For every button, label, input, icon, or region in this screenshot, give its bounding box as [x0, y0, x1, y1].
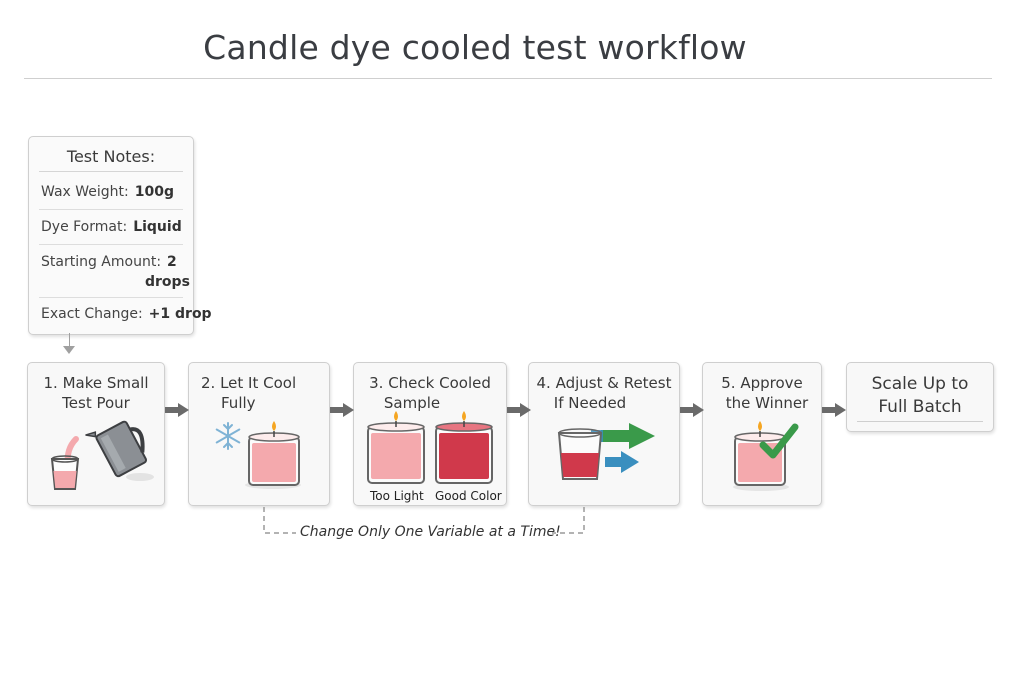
note-label: Starting Amount: [41, 254, 162, 270]
title-divider [24, 78, 992, 79]
caption-too-light: Too Light [370, 489, 424, 503]
note-row-dye-format: Dye Format: Liquid [41, 219, 182, 235]
step-label-line1: 5. Approve [721, 374, 803, 392]
note-label: Dye Format: [41, 219, 128, 235]
step-make-small-test-pour: 1. Make Small Test Pour [27, 362, 165, 506]
caption-good-color: Good Color [435, 489, 502, 503]
note-value-cont: drops [145, 274, 190, 290]
step-label-line2: Test Pour [62, 394, 130, 412]
snowflake-icon [215, 422, 241, 450]
step-adjust-and-retest: 4. Adjust & Retest If Needed [528, 362, 680, 506]
step-label-line2: Sample [383, 394, 441, 412]
note-row-starting-amount: Starting Amount: 2 [41, 254, 177, 270]
notes-connector-arrowhead [63, 346, 75, 354]
flow-arrow-icon [507, 403, 531, 417]
step-label: 5. Approve the Winner [703, 373, 821, 413]
note-value: Liquid [133, 219, 182, 235]
note-value: 100g [134, 184, 175, 200]
note-value: +1 drop [148, 306, 212, 322]
step-label-line2: Fully [221, 394, 256, 412]
notes-heading: Test Notes: [66, 147, 156, 166]
pitcher-pouring-icon [50, 420, 154, 490]
note-divider [39, 297, 183, 298]
flow-arrow-icon [680, 403, 704, 417]
flow-arrow-icon [822, 403, 846, 417]
note-divider [39, 209, 183, 210]
page-title: Candle dye cooled test workflow [203, 28, 747, 67]
dark-candle-icon [435, 411, 493, 484]
step-label-line1: Scale Up to [871, 374, 969, 394]
step-label-line2: the Winner [725, 394, 809, 412]
step-label: 4. Adjust & Retest If Needed [529, 373, 679, 413]
note-row-wax-weight: Wax Weight: 100g [41, 184, 174, 200]
step-label-line2: If Needed [553, 394, 627, 412]
note-label: Wax Weight: [41, 184, 129, 200]
test-notes-panel: Test Notes: Wax Weight: 100g Dye Format: L… [28, 136, 212, 335]
light-candle-icon [367, 411, 425, 484]
notes-connector-line [69, 333, 70, 347]
flow-arrow-icon [165, 403, 189, 417]
arrows-cup-icon [557, 423, 655, 480]
checkmark-candle-icon [733, 421, 799, 491]
notes-divider [39, 171, 183, 172]
step-label: 2. Let It Cool Fully [189, 373, 329, 413]
step-label-line1: 4. Adjust & Retest [536, 374, 672, 392]
footnote-bracket [263, 507, 585, 534]
step-label-line2: Full Batch [878, 397, 962, 417]
step-scale-up-to-full-batch: Scale Up to Full Batch [846, 362, 994, 432]
blue-arrow-icon [605, 451, 639, 473]
step-label-line1: 2. Let It Cool [201, 374, 297, 392]
step-label: 1. Make Small Test Pour [28, 373, 164, 413]
note-value: 2 [167, 254, 177, 270]
step-label: 3. Check Cooled Sample [354, 373, 506, 413]
note-row-exact-change: Exact Change: +1 drop [41, 306, 212, 322]
candle-comparison-icon [367, 411, 493, 484]
check-icon [759, 423, 799, 459]
note-label: Exact Change: [41, 306, 143, 322]
note-row-starting-amount-cont: drops [145, 274, 190, 290]
step-label: Scale Up to Full Batch [847, 373, 993, 419]
step-check-cooled-sample: 3. Check Cooled Sample Too Light Good Co… [353, 362, 507, 506]
step-let-it-cool: 2. Let It Cool Fully [188, 362, 330, 506]
step-approve-the-winner: 5. Approve the Winner [702, 362, 822, 506]
note-divider [39, 244, 183, 245]
flow-arrow-icon [330, 403, 354, 417]
final-step-divider [857, 421, 983, 422]
step-label-line1: 3. Check Cooled [369, 374, 491, 392]
snowflake-candle-icon [215, 421, 301, 489]
step-label-line1: 1. Make Small [43, 374, 149, 392]
footnote-text: Change Only One Variable at a Time! [300, 524, 561, 540]
